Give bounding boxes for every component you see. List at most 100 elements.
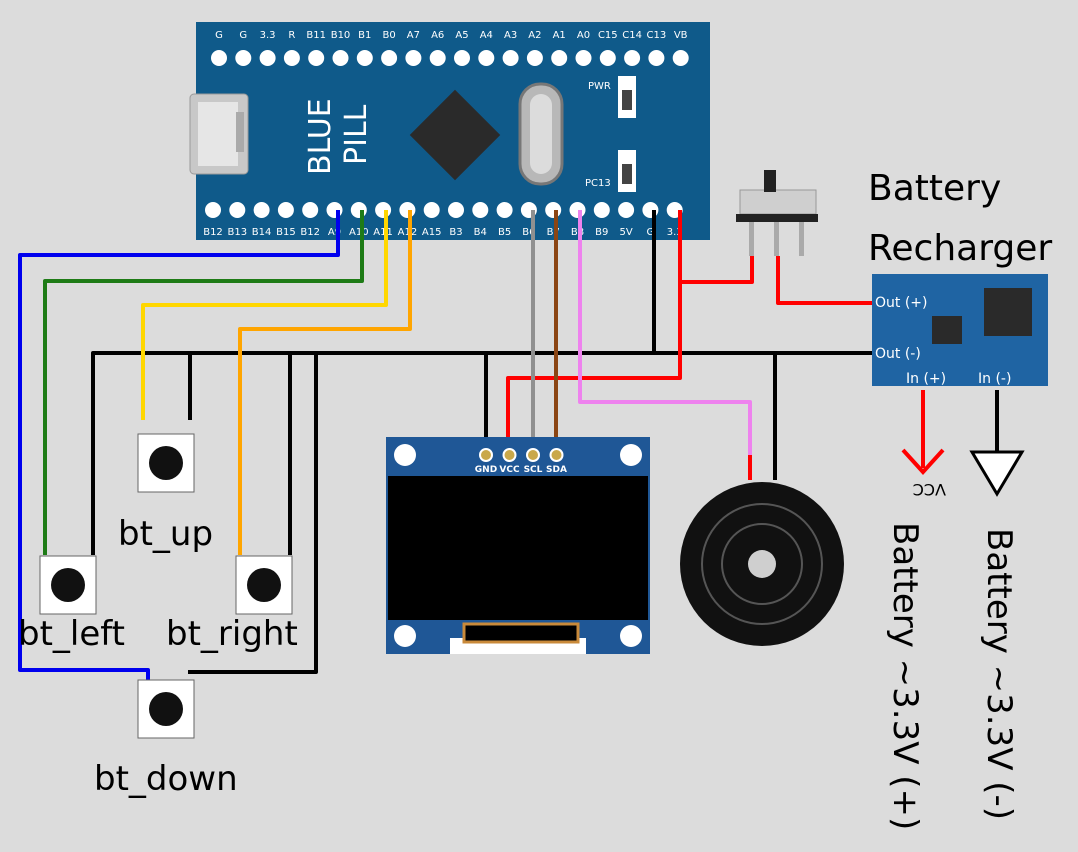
oled-pin-hole (479, 448, 493, 462)
board-bottom-pin-hole (569, 202, 586, 218)
board-bottom-pin-label: B14 (252, 227, 272, 238)
oled-pin-label: SDA (546, 465, 567, 475)
battery-plus-label: Battery ~3.3V (+) (885, 522, 925, 830)
board-bottom-pin-hole (448, 202, 464, 218)
board-top-pin-hole (599, 50, 616, 66)
bt-left-label: bt_left (18, 614, 125, 654)
board-bottom-pin-label: 3.3 (667, 227, 683, 238)
board-bottom-pin-hole (593, 202, 610, 218)
oled-pin-hole (549, 448, 564, 462)
button-bt-up[interactable] (137, 433, 195, 493)
board-top-pin-hole (648, 50, 665, 66)
board-top-pin-label: R (288, 30, 295, 41)
oled-mount-hole-br (620, 625, 642, 647)
board-bottom-pin-label: B6 (522, 227, 535, 238)
board-top-pin-hole (235, 50, 252, 66)
out-minus-label: Out (-) (875, 346, 921, 362)
board-bottom-pin-hole (618, 202, 635, 218)
oled-pin-hole (526, 448, 540, 462)
button-bt-right[interactable] (235, 555, 293, 615)
board-top-pin-label: A4 (480, 30, 493, 41)
board-top-pin-hole (624, 50, 641, 66)
wire-switch-recharger (776, 256, 872, 305)
board-bottom-pin-label: A11 (373, 227, 393, 238)
board-bottom-pin-hole (375, 202, 392, 218)
board-name-line2: PILL (339, 104, 374, 165)
crystal-highlight (530, 94, 552, 174)
wire-bt-down (18, 210, 340, 680)
recharger-module: Out (+) Out (-) In (+) In (-) (872, 274, 1048, 387)
board-bottom-pin-label: B9 (595, 227, 608, 238)
switch-pin-3 (799, 222, 804, 256)
board-top-pin-label: B1 (358, 30, 371, 41)
usb-connector-tongue (236, 112, 244, 152)
wire-vcc-switch (680, 256, 754, 284)
oled-pin-label: VCC (499, 465, 520, 475)
board-bottom-pin-hole (545, 202, 562, 218)
board-bottom-pin-label: 5V (619, 227, 632, 238)
board-bottom-pin-label: B12 (300, 227, 320, 238)
board-top-pin-label: C14 (622, 30, 642, 41)
usb-connector-inner (198, 102, 238, 166)
board-top-pin-hole (672, 50, 689, 66)
board-top-pin-hole (454, 50, 470, 66)
out-plus-label: Out (+) (875, 295, 928, 311)
board-bottom-pin-label: A12 (398, 227, 418, 238)
board-bottom-pin-hole (399, 202, 416, 218)
oled-pin-label: SCL (524, 465, 543, 475)
switch-lever (764, 170, 776, 192)
board-bottom-pin-label: B3 (449, 227, 462, 238)
wire-bt-up (141, 210, 388, 420)
board-top-pin-hole (551, 50, 568, 66)
board-bottom-pin-label: B13 (228, 227, 248, 238)
board-bottom-pin-label: B4 (474, 227, 487, 238)
button-right-cap[interactable] (247, 568, 281, 602)
wire-bt-left (43, 210, 364, 555)
board-top-pin-label: G (215, 30, 223, 41)
board-bottom-pin-label: B7 (547, 227, 560, 238)
buzzer-ring-inner (721, 523, 803, 605)
board-bottom-pin-label: B15 (276, 227, 296, 238)
button-bt-down[interactable] (137, 679, 195, 739)
board-top-pin-hole (381, 50, 398, 66)
board-bottom-pin-label: G (647, 227, 655, 238)
board-top-pin-label: A5 (455, 30, 468, 41)
board-top-pin-label: A0 (577, 30, 590, 41)
vcc-arrow-icon (901, 448, 945, 475)
button-down-cap[interactable] (149, 692, 183, 726)
oled-ribbon (462, 622, 580, 644)
board-top-pin-hole (283, 50, 300, 66)
board-top-pin-hole (259, 50, 276, 66)
recharger-title-line1: Battery (868, 168, 1001, 209)
board-bottom-pin-hole (423, 202, 440, 218)
in-minus-label: In (-) (978, 371, 1011, 387)
switch-body (739, 189, 817, 215)
in-plus-label: In (+) (906, 371, 946, 387)
board-top-pin-label: B11 (306, 30, 326, 41)
board-bottom-pin-label: B5 (498, 227, 511, 238)
button-bt-left[interactable] (39, 555, 97, 615)
board-top-pin-label: A2 (528, 30, 541, 41)
board-top-pin-label: C15 (598, 30, 618, 41)
pc13-led-label: PC13 (585, 178, 611, 189)
board-bottom-pin-label: A15 (422, 227, 442, 238)
wires (18, 210, 999, 680)
board-top-pin-label: A1 (553, 30, 566, 41)
board-bottom-pin-hole (496, 202, 513, 218)
button-left-cap[interactable] (51, 568, 85, 602)
board-bottom-pin-hole (472, 202, 489, 218)
oled-screen (388, 476, 648, 620)
button-up-cap[interactable] (149, 446, 183, 480)
board-top-pin-hole (308, 50, 325, 66)
pc13-led-inner (622, 164, 632, 184)
board-bottom-pin-label: B8 (571, 227, 584, 238)
board-top-pin-hole (429, 50, 446, 66)
board-top-pin-hole (356, 50, 373, 66)
wire-gnd-bt-down (188, 353, 318, 674)
recharger-chip-large (984, 288, 1032, 336)
bt-up-label: bt_up (118, 514, 213, 554)
board-bottom-pin-label: A9 (328, 227, 341, 238)
